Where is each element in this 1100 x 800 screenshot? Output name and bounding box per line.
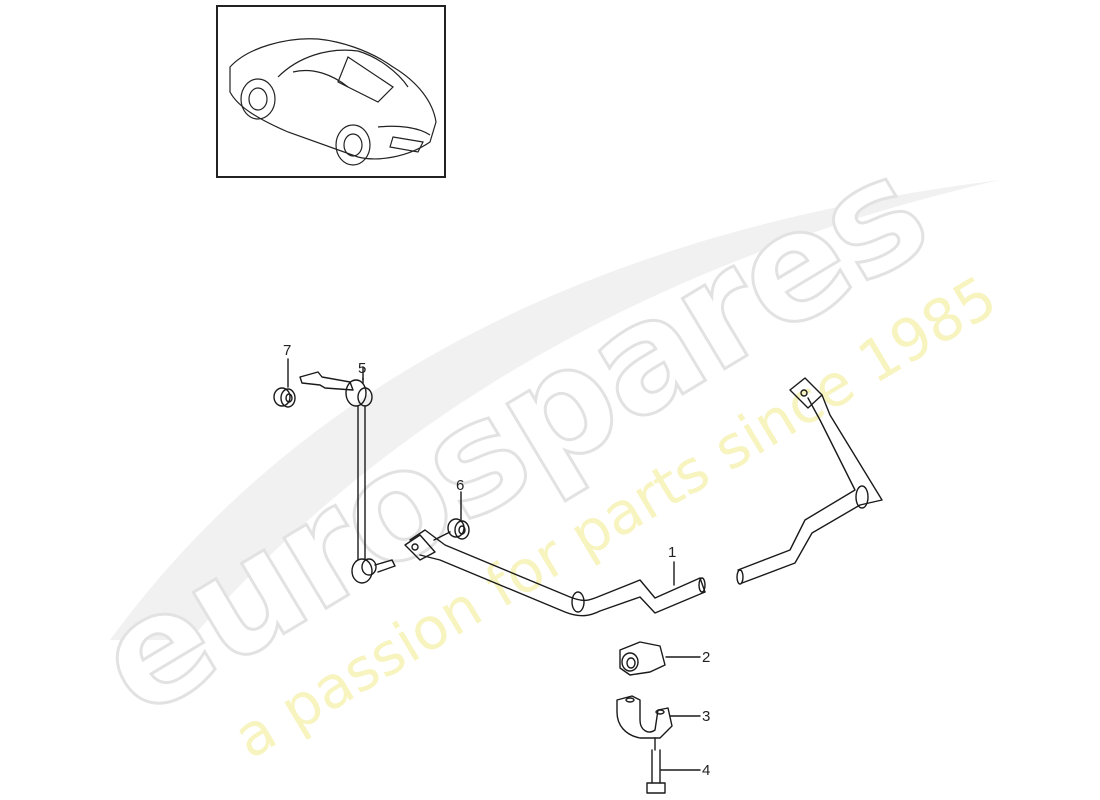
callout-5[interactable]: 5 xyxy=(358,360,367,377)
callout-4[interactable]: 4 xyxy=(702,762,711,779)
car-outline-icon xyxy=(229,38,437,166)
callout-6[interactable]: 6 xyxy=(456,477,465,494)
nut-7 xyxy=(273,387,296,408)
stabilizer-bar xyxy=(404,377,883,617)
car-thumbnail xyxy=(216,5,446,178)
watermark-swoosh xyxy=(110,180,1000,640)
rubber-bushing xyxy=(619,641,666,676)
coupling-rod xyxy=(299,371,396,584)
callout-3[interactable]: 3 xyxy=(702,708,711,725)
bolt xyxy=(646,737,666,794)
callout-1[interactable]: 1 xyxy=(668,544,677,561)
bracket-clamp xyxy=(616,695,673,739)
callout-2[interactable]: 2 xyxy=(702,649,711,666)
nut-6 xyxy=(433,518,470,541)
callout-7[interactable]: 7 xyxy=(283,342,292,359)
